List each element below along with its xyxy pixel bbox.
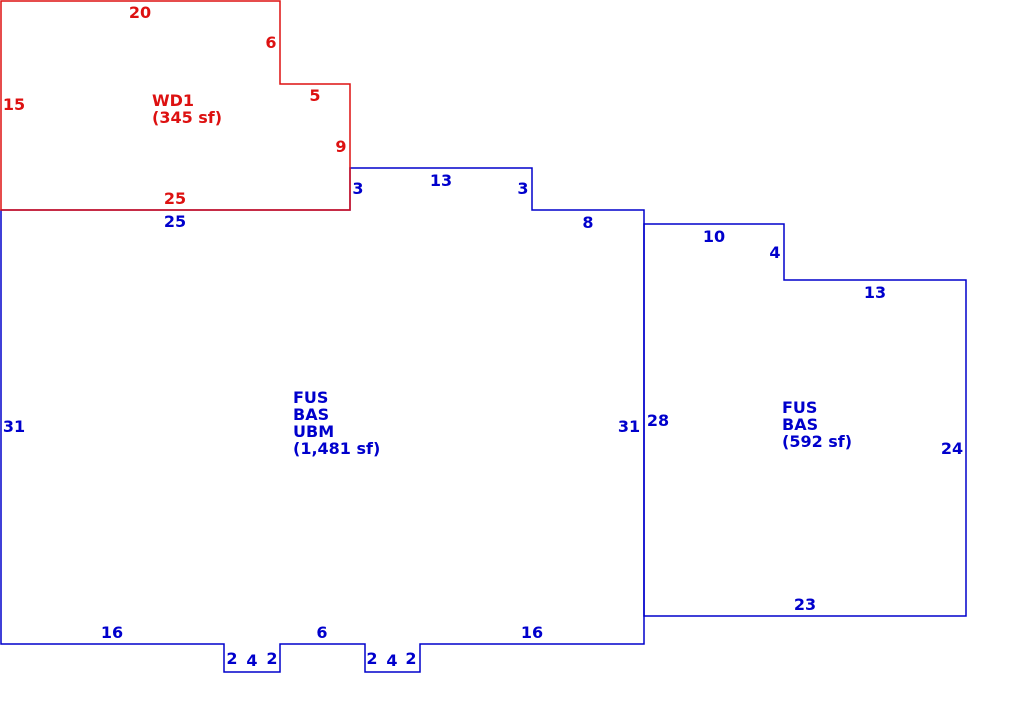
dim-main-bottom-left: 16	[101, 623, 123, 642]
area-wd1-size: (345 sf)	[152, 108, 222, 127]
dim-main-bottom-mid: 6	[316, 623, 327, 642]
area-main-code-1: FUS	[293, 388, 328, 407]
dim-wd1-right: 9	[335, 137, 346, 156]
dim-notch2-left: 2	[366, 649, 377, 668]
dim-right-right: 24	[941, 439, 963, 458]
area-wd1-code: WD1	[152, 91, 194, 110]
right-area-outline	[643, 223, 967, 617]
dim-bump-left: 3	[352, 179, 363, 198]
wd1-area-outline	[0, 0, 351, 211]
dim-right-left: 28	[647, 411, 669, 430]
area-main-code-3: UBM	[293, 422, 334, 441]
dim-right-bottom: 23	[794, 595, 816, 614]
dim-right-step: 4	[769, 243, 780, 262]
dim-main-right: 31	[618, 417, 640, 436]
area-right-size: (592 sf)	[782, 432, 852, 451]
area-main-size: (1,481 sf)	[293, 439, 380, 458]
main-area-outline	[0, 167, 645, 673]
area-right-code-1: FUS	[782, 398, 817, 417]
dim-wd1-bottom: 25	[164, 189, 186, 208]
dim-wd1-step-vertical: 6	[265, 33, 276, 52]
dim-notch1-bottom: 4	[246, 651, 257, 670]
dim-notch1-right: 2	[266, 649, 277, 668]
dim-notch1-left: 2	[226, 649, 237, 668]
dim-wd1-top: 20	[129, 3, 151, 22]
dim-right-top2: 13	[864, 283, 886, 302]
dim-main-top-right: 8	[582, 213, 593, 232]
dim-main-top: 25	[164, 212, 186, 231]
dim-bump-right: 3	[517, 179, 528, 198]
area-right-code-2: BAS	[782, 415, 818, 434]
dim-right-top: 10	[703, 227, 725, 246]
dim-wd1-step-horizontal: 5	[309, 86, 320, 105]
dim-main-left: 31	[3, 417, 25, 436]
dim-notch2-right: 2	[405, 649, 416, 668]
dim-bump-top: 13	[430, 171, 452, 190]
dim-wd1-left: 15	[3, 95, 25, 114]
area-main-code-2: BAS	[293, 405, 329, 424]
dim-main-bottom-right: 16	[521, 623, 543, 642]
dim-notch2-bottom: 4	[386, 651, 397, 670]
